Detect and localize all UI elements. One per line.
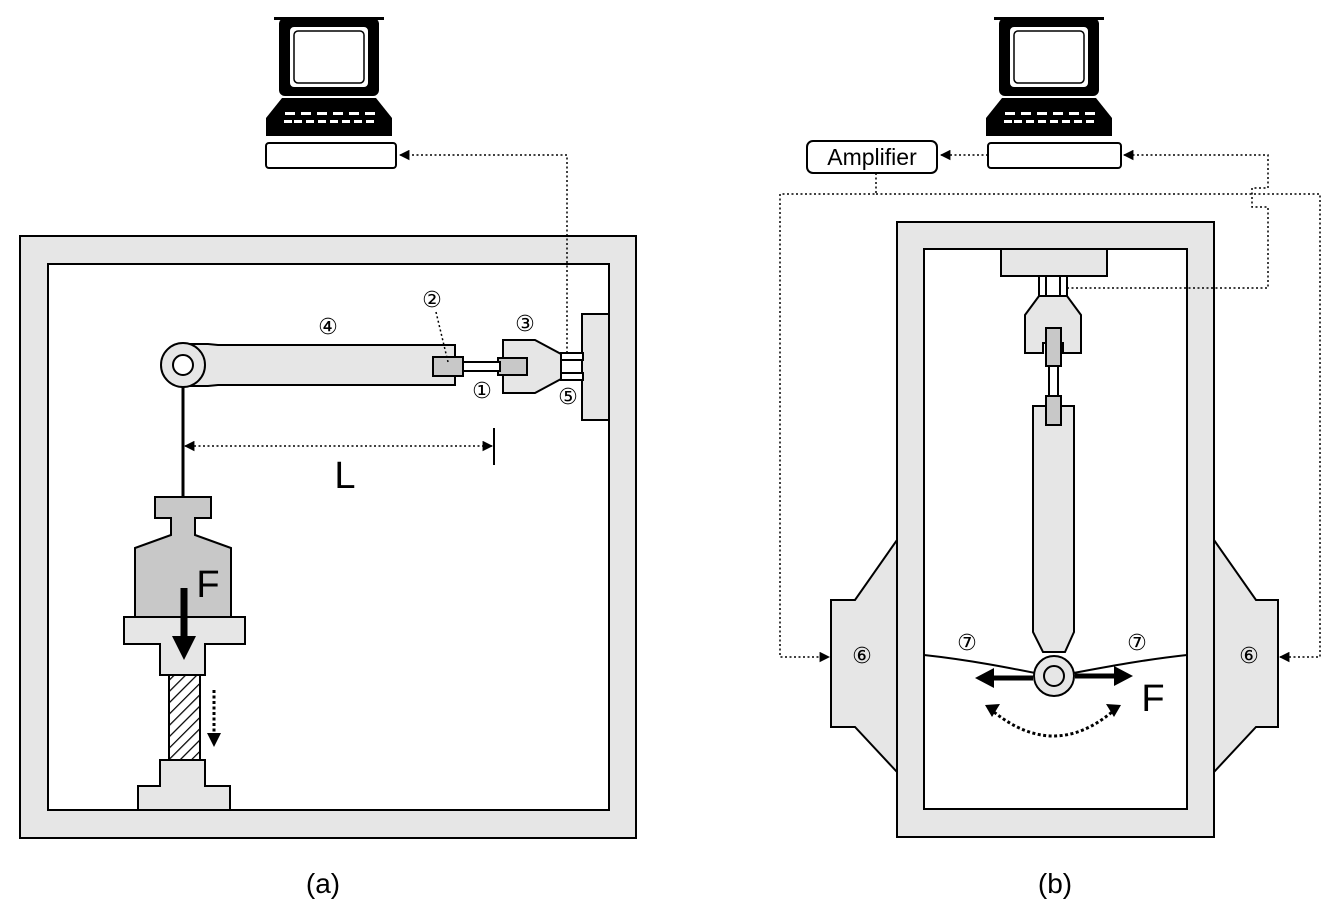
caption-a: (a) <box>306 868 340 899</box>
specimen-end-left <box>432 356 464 377</box>
specimen-end-bottom <box>1045 395 1062 426</box>
lever-arm <box>182 343 456 387</box>
upper-grip <box>1024 295 1082 354</box>
wire-right <box>1067 654 1188 675</box>
marker-5: ⑤ <box>558 385 578 410</box>
signal-wire-sensor <box>1067 149 1269 289</box>
pivot-hole <box>172 354 194 376</box>
signal-wire-amp-left <box>779 173 877 663</box>
marker-6-right: ⑥ <box>1239 644 1259 669</box>
marker-1: ① <box>472 379 492 404</box>
sensor-pad-lower <box>560 372 584 381</box>
sensor-pad-b-left <box>1038 275 1047 297</box>
panel-b: Amplifier <box>779 17 1321 899</box>
computer-icon <box>265 17 397 169</box>
specimen-end-top <box>1045 327 1062 367</box>
force-label-b: F <box>1141 678 1164 720</box>
marker-7-right: ⑦ <box>1127 631 1147 656</box>
lower-arm <box>1032 405 1075 653</box>
force-arrow-head <box>172 636 196 660</box>
panel-a: ④ ② ③ ① ⑤ L F (a) <box>19 17 637 899</box>
specimen-b <box>1048 365 1059 399</box>
computer-icon <box>986 17 1122 169</box>
pivot-b-inner <box>1043 665 1065 687</box>
amplifier-box <box>806 140 938 174</box>
base-block <box>137 759 231 811</box>
marker-4: ④ <box>318 315 338 340</box>
frame-a <box>19 235 637 839</box>
threaded-rod <box>168 674 201 761</box>
force-label-a: F <box>196 564 219 606</box>
marker-6-left: ⑥ <box>852 644 872 669</box>
amplifier-label: Amplifier <box>827 144 917 170</box>
caption-b: (b) <box>1038 868 1072 899</box>
marker-2: ② <box>422 288 442 313</box>
marker-3: ③ <box>515 312 535 337</box>
signal-wire-amp-right <box>876 193 1321 663</box>
signal-wire-a <box>398 149 568 353</box>
wall-bracket <box>581 313 610 421</box>
oscillation-arrow <box>993 710 1113 738</box>
top-clamp <box>1000 248 1108 277</box>
marker-7-left: ⑦ <box>957 631 977 656</box>
sensor-pad-b-right <box>1059 275 1068 297</box>
specimen-end-right <box>497 357 528 376</box>
specimen <box>459 361 501 372</box>
sensor-pad-upper <box>560 352 584 361</box>
wire-left <box>923 654 1041 675</box>
length-label: L <box>334 455 355 497</box>
